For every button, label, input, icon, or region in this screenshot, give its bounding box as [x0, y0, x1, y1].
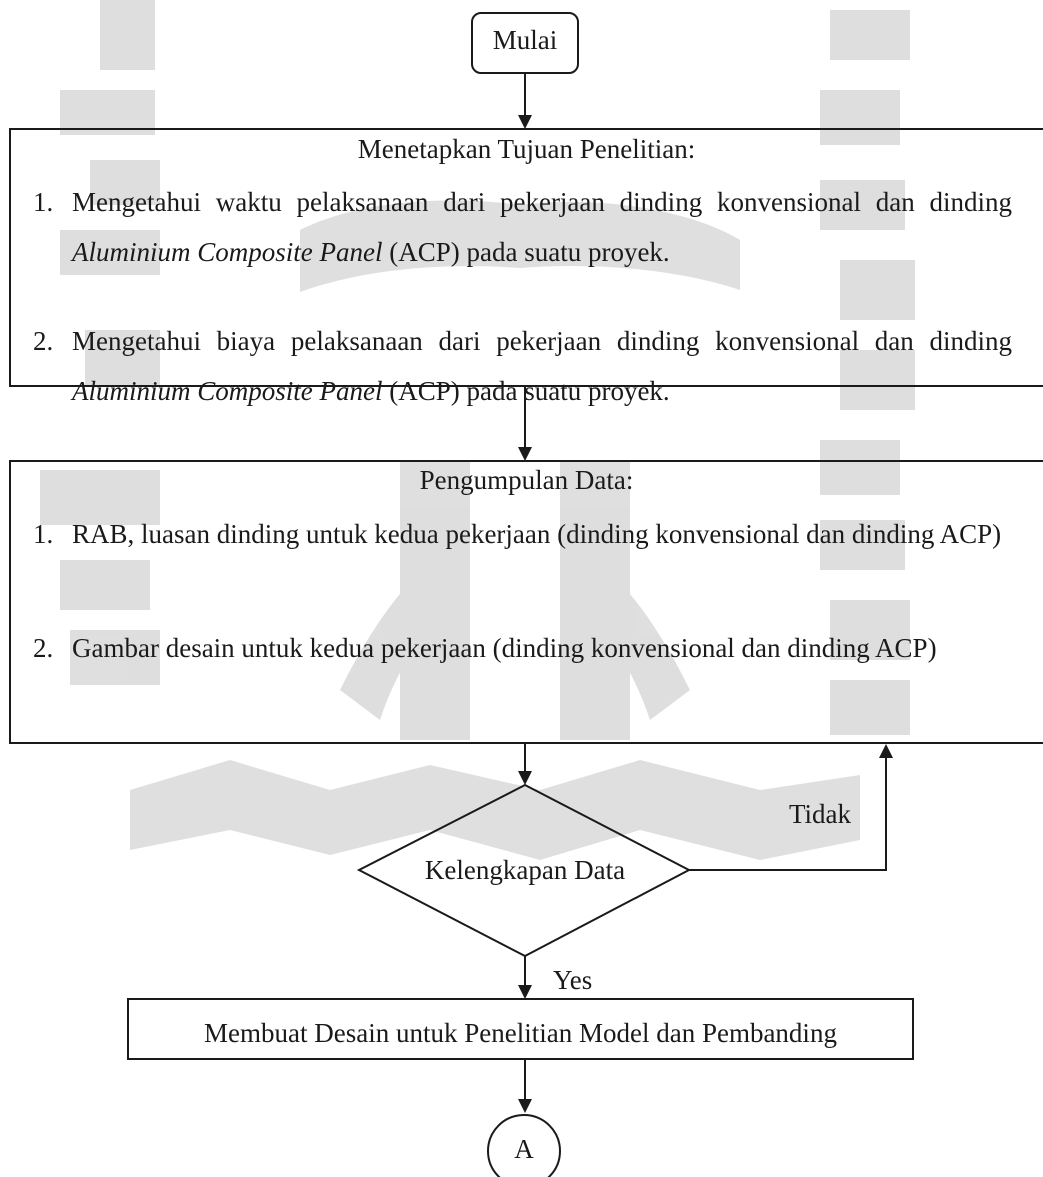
- design-step-label: Membuat Desain untuk Penelitian Model da…: [204, 1018, 837, 1048]
- data-item-2-number: 2.: [33, 633, 54, 663]
- connector-a-circle: [487, 1114, 561, 1177]
- decision-label: Kelengkapan Data: [424, 855, 626, 885]
- arrowhead-start-to-goals: [518, 115, 532, 129]
- arrowhead-decision-no-loop: [879, 744, 893, 758]
- arrowhead-goals-to-data: [518, 447, 532, 461]
- data-item-1: RAB, luasan dinding untuk kedua pekerjaa…: [72, 519, 1002, 549]
- design-step-box: [127, 998, 914, 1060]
- data-collection-box: [9, 460, 1043, 744]
- connector-a-label: A: [514, 1134, 534, 1164]
- decision-yes-label: Yes: [553, 965, 593, 995]
- goals-item-2: Mengetahui biaya pelaksanaan dari pekerj…: [72, 326, 1012, 406]
- goals-item-1: Mengetahui waktu pelaksanaan dari pekerj…: [72, 187, 1012, 267]
- goals-item-1-number: 1.: [33, 187, 54, 217]
- data-collection-title: Pengumpulan Data:: [419, 465, 634, 495]
- arrowhead-design-to-connector: [518, 1099, 532, 1113]
- start-terminal-label: Mulai: [492, 25, 558, 55]
- arrow-decision-no-loop: [689, 758, 887, 871]
- arrowhead-decision-yes: [518, 985, 532, 999]
- data-item-1-number: 1.: [33, 519, 54, 549]
- data-item-2: Gambar desain untuk kedua pekerjaan (din…: [72, 633, 937, 663]
- goals-title: Menetapkan Tujuan Penelitian:: [357, 134, 696, 164]
- arrowhead-data-to-decision: [518, 771, 532, 785]
- goals-item-2-number: 2.: [33, 326, 54, 356]
- decision-no-label: Tidak: [789, 799, 852, 829]
- goals-box: [9, 128, 1043, 387]
